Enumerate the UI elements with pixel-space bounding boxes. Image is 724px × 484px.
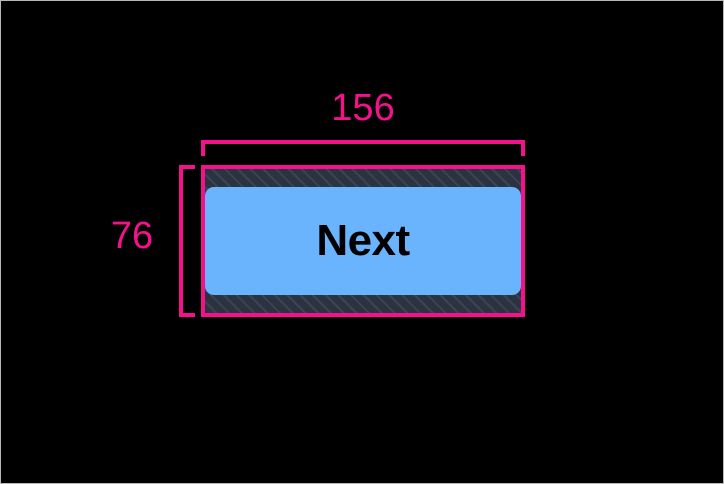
selection-outline <box>201 165 525 317</box>
width-bracket-tick-right <box>521 140 525 156</box>
next-button-label: Next <box>316 216 410 265</box>
height-dimension-bracket <box>179 165 199 317</box>
height-bracket-bar <box>179 165 183 317</box>
width-bracket-tick-left <box>201 140 205 156</box>
height-bracket-tick-top <box>179 165 195 169</box>
height-dimension-label: 76 <box>110 215 154 257</box>
next-button[interactable]: Next <box>205 187 521 295</box>
width-dimension-bracket <box>201 140 525 160</box>
width-dimension-label: 156 <box>331 87 395 129</box>
element-padding-hatch: Next <box>205 169 521 313</box>
height-bracket-tick-bottom <box>179 313 195 317</box>
width-bracket-bar <box>201 140 525 144</box>
